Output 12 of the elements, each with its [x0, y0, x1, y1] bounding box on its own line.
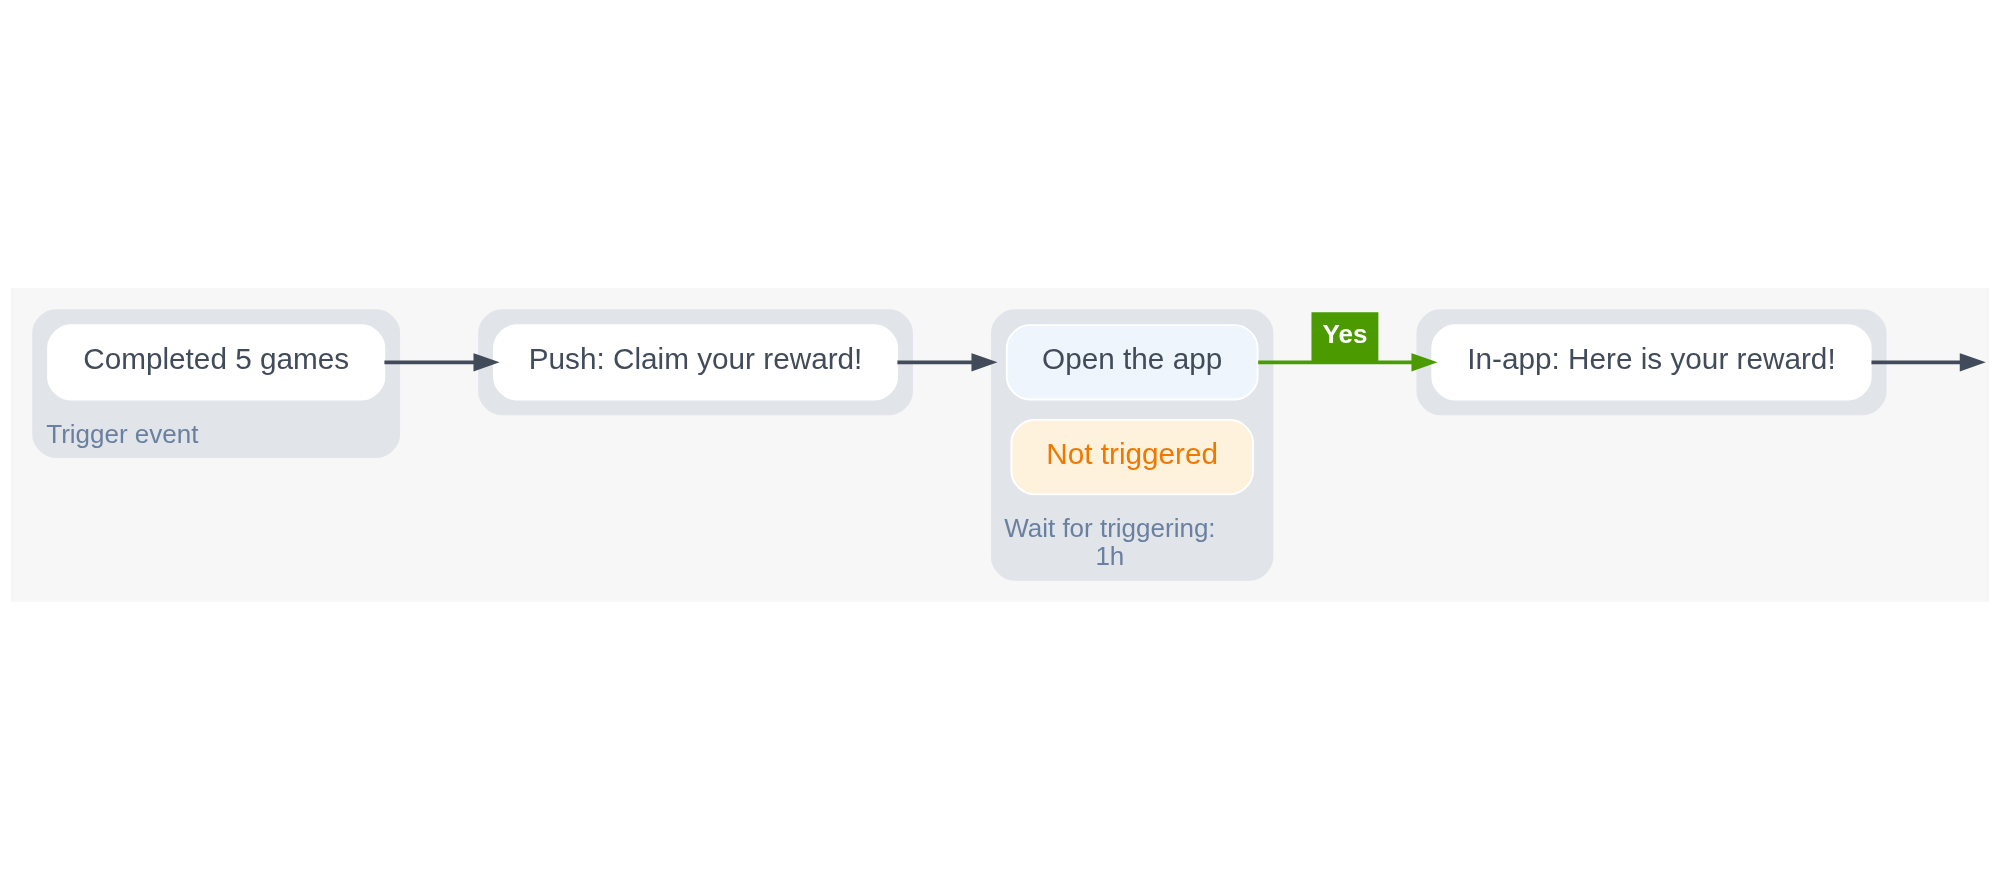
arrow	[1871, 353, 1986, 372]
cluster	[1416, 309, 1887, 416]
node-box: In-app: Here is your reward!	[1431, 324, 1872, 401]
node-box: Push: Claim your reward!	[493, 324, 899, 401]
arrow	[897, 353, 998, 372]
node-box: Open the app	[1005, 324, 1259, 401]
arrow	[384, 353, 500, 372]
node-box: Not triggered	[1010, 419, 1254, 496]
edge-label: Yes	[1322, 319, 1368, 350]
cluster	[478, 309, 913, 416]
node-box: Completed 5 games	[47, 324, 386, 401]
arrow	[1258, 353, 1438, 372]
